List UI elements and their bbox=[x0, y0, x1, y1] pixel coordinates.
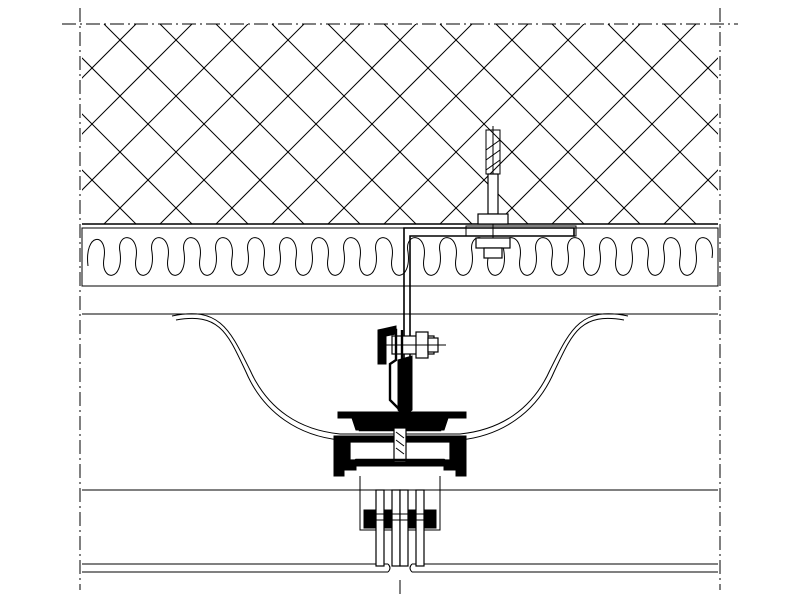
insulation-layer bbox=[81, 227, 719, 287]
hatch-line bbox=[271, 24, 473, 224]
fin-left bbox=[375, 489, 385, 567]
insulation-outline bbox=[81, 227, 719, 287]
gasket-left bbox=[343, 461, 357, 471]
hatch-line bbox=[607, 113, 718, 224]
glazing-fins bbox=[359, 476, 441, 567]
gasket-right bbox=[443, 461, 457, 471]
anchor-nut-top bbox=[477, 213, 509, 225]
anchor-rod bbox=[487, 173, 499, 215]
hatch-line bbox=[776, 24, 800, 224]
hatch-line bbox=[103, 24, 305, 224]
fin-right bbox=[415, 489, 425, 567]
angle-bracket bbox=[403, 227, 575, 392]
hatch-line bbox=[720, 24, 800, 224]
concrete-wall bbox=[0, 24, 800, 225]
center-lines bbox=[62, 8, 738, 596]
mullion-inner-box bbox=[358, 418, 442, 432]
hatch-line bbox=[82, 24, 249, 191]
hatch-line bbox=[215, 24, 417, 224]
screw-thread-2 bbox=[395, 439, 405, 447]
hatch-line bbox=[0, 24, 80, 224]
hatch-line bbox=[0, 24, 24, 224]
fin-center-right bbox=[399, 489, 409, 567]
hatch-line bbox=[0, 24, 80, 224]
concrete-crosshatch bbox=[0, 24, 800, 224]
anchor-assembly bbox=[403, 126, 577, 392]
hatch-line bbox=[776, 24, 800, 224]
screw-thread-3 bbox=[395, 447, 405, 455]
glass-left-edge bbox=[387, 563, 391, 573]
hatch-line bbox=[82, 24, 193, 135]
glass-right-edge bbox=[409, 563, 413, 573]
hatch-line bbox=[82, 24, 137, 79]
mullion-hook bbox=[377, 325, 397, 365]
base-plate bbox=[465, 225, 577, 237]
screw-thread-1 bbox=[395, 431, 405, 439]
hatch-line bbox=[495, 24, 697, 224]
hatch-line bbox=[663, 169, 718, 224]
hatch-line bbox=[383, 24, 585, 224]
hatch-line bbox=[0, 24, 24, 224]
hatch-line bbox=[607, 24, 718, 135]
hatch-line bbox=[720, 24, 800, 224]
hatch-line bbox=[551, 57, 718, 224]
hatch-line bbox=[82, 113, 193, 224]
mullion-profile bbox=[333, 325, 467, 477]
hatch-line bbox=[159, 24, 361, 224]
mullion-web bbox=[397, 355, 413, 417]
hatch-line bbox=[327, 24, 529, 224]
anchor-washer bbox=[483, 247, 503, 259]
mullion-screw bbox=[393, 427, 407, 463]
anchor-thread bbox=[485, 139, 501, 171]
hatch-line bbox=[82, 169, 137, 224]
fin-center-left bbox=[391, 489, 401, 567]
insulation-wave bbox=[87, 237, 713, 276]
hatch-line bbox=[439, 24, 641, 224]
anchor-nut-bottom bbox=[475, 237, 511, 249]
hatch-line bbox=[663, 24, 718, 79]
